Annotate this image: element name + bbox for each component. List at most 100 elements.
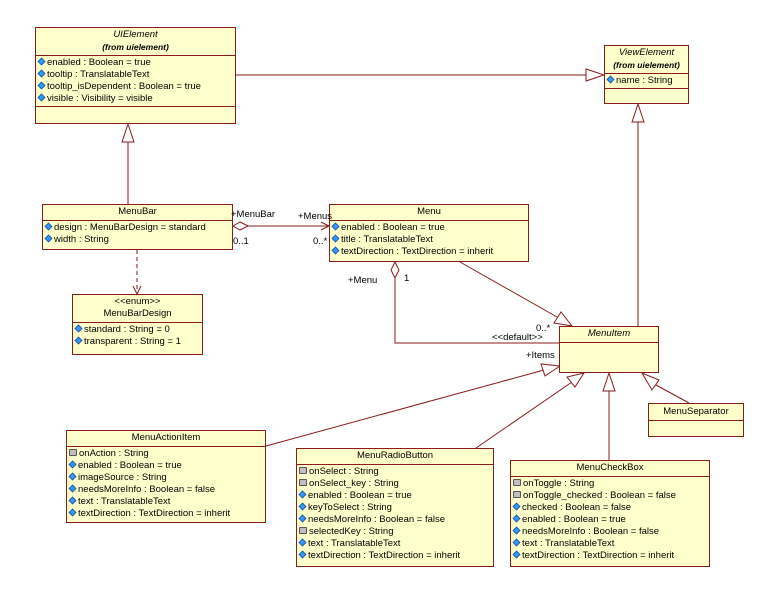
- class-name: MenuItem: [587, 328, 631, 339]
- operations-compartment: [605, 88, 688, 95]
- public-attribute-icon: [331, 222, 340, 231]
- attribute: keyToSelect : String: [298, 502, 491, 514]
- attribute: visible : Visibility = visible: [37, 93, 233, 105]
- attribute: design : MenuBarDesign = standard: [44, 222, 230, 234]
- role-label-menus: +Menus: [298, 211, 333, 222]
- multiplicity-menu: 1: [404, 273, 410, 284]
- event-attribute-icon: [513, 478, 521, 486]
- package-note: (from uielement): [613, 60, 680, 70]
- public-attribute-icon: [606, 75, 615, 84]
- class-menubar[interactable]: MenuBar design : MenuBarDesign = standar…: [42, 204, 233, 250]
- role-label-menu: +Menu: [348, 275, 378, 286]
- public-attribute-icon: [512, 526, 521, 535]
- event-attribute-icon: [299, 526, 307, 534]
- default-stereotype-label: <<default>>: [492, 332, 543, 343]
- class-menuactionitem[interactable]: MenuActionItem onAction : String enabled…: [66, 430, 266, 523]
- attribute-list: onToggle : String onToggle_checked : Boo…: [511, 477, 709, 563]
- public-attribute-icon: [37, 81, 46, 90]
- class-menuseparator[interactable]: MenuSeparator: [648, 403, 744, 437]
- attribute: enabled : Boolean = true: [68, 460, 263, 472]
- public-attribute-icon: [298, 550, 307, 559]
- attribute: enabled : Boolean = true: [331, 222, 526, 234]
- class-header: MenuActionItem: [67, 431, 265, 447]
- multiplicity-menus: 0..*: [313, 236, 328, 247]
- public-attribute-icon: [512, 514, 521, 523]
- class-header: ViewElement (from uielement): [605, 46, 688, 74]
- attribute-list: standard : String = 0 transparent : Stri…: [73, 323, 202, 349]
- attribute: checked : Boolean = false: [512, 502, 707, 514]
- attribute: textDirection : TextDirection = inherit: [512, 550, 707, 562]
- attribute: title : TranslatableText: [331, 234, 526, 246]
- attribute-list: onAction : String enabled : Boolean = tr…: [67, 447, 265, 521]
- class-name: MenuCheckBox: [576, 462, 644, 473]
- class-header: MenuItem: [560, 327, 658, 343]
- public-attribute-icon: [68, 484, 77, 493]
- public-attribute-icon: [44, 234, 53, 243]
- attribute: enabled : Boolean = true: [37, 57, 233, 69]
- multiplicity-menubar: 0..1: [233, 236, 249, 247]
- event-attribute-icon: [299, 478, 307, 486]
- role-label-menubar: +MenuBar: [231, 209, 276, 220]
- class-menubardesign[interactable]: <<enum>> MenuBarDesign standard : String…: [72, 294, 203, 355]
- class-header: UIElement (from uielement): [36, 28, 235, 56]
- attribute: text : TranslatableText: [512, 538, 707, 550]
- attribute-list: name : String: [605, 74, 688, 88]
- attribute: textDirection : TextDirection = inherit: [68, 508, 263, 520]
- attribute: width : String: [44, 234, 230, 246]
- attribute: needsMoreInfo : Boolean = false: [512, 526, 707, 538]
- operations-compartment: [36, 106, 235, 113]
- class-menuradiobutton[interactable]: MenuRadioButton onSelect : String onSele…: [296, 448, 494, 567]
- class-menu[interactable]: Menu enabled : Boolean = true title : Tr…: [329, 204, 529, 262]
- public-attribute-icon: [331, 246, 340, 255]
- class-viewelement[interactable]: ViewElement (from uielement) name : Stri…: [604, 45, 689, 104]
- class-header: Menu: [330, 205, 528, 221]
- class-name: MenuSeparator: [663, 406, 729, 417]
- public-attribute-icon: [68, 496, 77, 505]
- attribute: standard : String = 0: [74, 324, 200, 336]
- public-attribute-icon: [331, 234, 340, 243]
- class-menuitem[interactable]: MenuItem: [559, 326, 659, 373]
- attribute: needsMoreInfo : Boolean = false: [68, 484, 263, 496]
- class-header: MenuRadioButton: [297, 449, 493, 465]
- role-label-items: +Items: [526, 350, 555, 361]
- public-attribute-icon: [298, 514, 307, 523]
- class-uielement[interactable]: UIElement (from uielement) enabled : Boo…: [35, 27, 236, 124]
- attribute: onToggle_checked : Boolean = false: [513, 490, 707, 502]
- public-attribute-icon: [512, 538, 521, 547]
- attribute: text : TranslatableText: [68, 496, 263, 508]
- public-attribute-icon: [37, 69, 46, 78]
- attribute: name : String: [606, 75, 686, 87]
- class-name: MenuRadioButton: [356, 450, 434, 461]
- public-attribute-icon: [37, 57, 46, 66]
- public-attribute-icon: [74, 336, 83, 345]
- class-name: Menu: [417, 206, 441, 217]
- attribute-list: enabled : Boolean = true title : Transla…: [330, 221, 528, 259]
- public-attribute-icon: [298, 538, 307, 547]
- class-name: ViewElement: [618, 47, 675, 58]
- class-name: UIElement: [113, 29, 158, 40]
- public-attribute-icon: [68, 472, 77, 481]
- attribute: onToggle : String: [513, 478, 707, 490]
- class-menucheckbox[interactable]: MenuCheckBox onToggle : String onToggle_…: [510, 460, 710, 567]
- class-header: <<enum>> MenuBarDesign: [73, 295, 202, 323]
- event-attribute-icon: [299, 466, 307, 474]
- class-name: MenuBarDesign: [103, 308, 172, 319]
- event-attribute-icon: [513, 490, 521, 498]
- stereotype: <<enum>>: [114, 296, 161, 307]
- attribute-list: enabled : Boolean = true tooltip : Trans…: [36, 56, 235, 106]
- attribute: onAction : String: [69, 448, 263, 460]
- class-name: MenuActionItem: [131, 432, 201, 443]
- attribute: selectedKey : String: [299, 526, 491, 538]
- attribute: onSelect : String: [299, 466, 491, 478]
- attribute: onSelect_key : String: [299, 478, 491, 490]
- public-attribute-icon: [37, 93, 46, 102]
- public-attribute-icon: [298, 502, 307, 511]
- package-note: (from uielement): [102, 42, 169, 52]
- attribute: text : TranslatableText: [298, 538, 491, 550]
- attribute: tooltip : TranslatableText: [37, 69, 233, 81]
- attribute: transparent : String = 1: [74, 336, 200, 348]
- class-name: MenuBar: [118, 206, 157, 217]
- attribute-list: onSelect : String onSelect_key : String …: [297, 465, 493, 563]
- attribute: tooltip_isDependent : Boolean = true: [37, 81, 233, 93]
